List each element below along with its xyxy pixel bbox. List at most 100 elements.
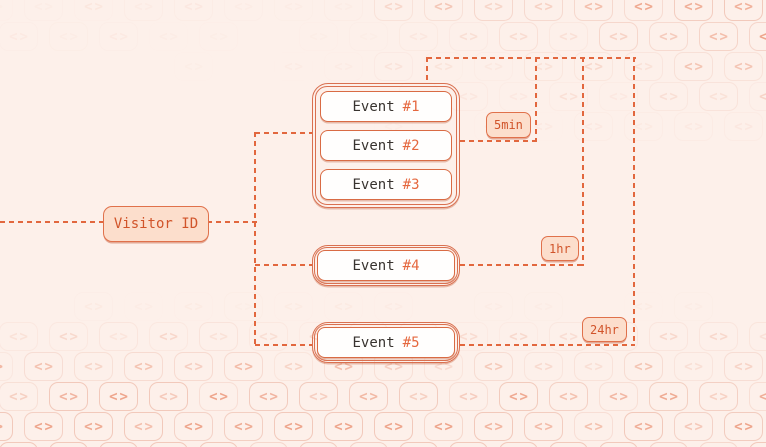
code-glyph-tile: <> xyxy=(149,382,188,411)
code-glyph-tile: <> xyxy=(599,442,638,447)
event-number: #1 xyxy=(402,98,420,115)
code-glyph-tile: <> xyxy=(699,322,738,351)
time-badge-label: 1hr xyxy=(549,241,571,256)
code-glyph-tile: <> xyxy=(449,382,488,411)
code-glyph-tile: <> xyxy=(599,22,638,51)
event-node-3: Event #3 xyxy=(320,169,452,200)
code-glyph-tile: <> xyxy=(174,352,213,381)
time-badge-label: 24hr xyxy=(590,322,619,337)
code-glyph-tile: <> xyxy=(84,0,105,15)
code-glyph-tile: <> xyxy=(49,322,88,351)
code-glyph-tile: <> xyxy=(74,292,113,321)
code-glyph-tile: <> xyxy=(249,382,288,411)
event-label: Event xyxy=(352,257,395,274)
code-glyph-tile: <> xyxy=(549,82,588,111)
code-glyph-tile: <> xyxy=(474,0,513,21)
code-glyph-tile: <> xyxy=(699,382,738,411)
code-glyph-tile: <> xyxy=(174,52,213,81)
code-glyph-tile: <> xyxy=(574,112,613,141)
code-glyph-tile: <> xyxy=(499,322,538,351)
code-glyph-tile: <> xyxy=(124,352,163,381)
code-glyph-tile: <> xyxy=(274,352,313,381)
code-glyph-tile: <> xyxy=(549,22,588,51)
code-glyph-tile: <> xyxy=(399,22,438,51)
code-glyph-tile: <> xyxy=(0,442,38,447)
code-glyph-tile: <> xyxy=(749,322,766,351)
code-glyph-tile: <> xyxy=(574,352,613,381)
code-glyph-tile: <> xyxy=(24,0,63,21)
code-glyph-tile: <> xyxy=(599,382,638,411)
code-glyph-tile: <> xyxy=(0,322,38,351)
code-glyph-tile: <> xyxy=(224,292,263,321)
code-glyph-tile: <> xyxy=(674,112,713,141)
connector-branch-group-1 xyxy=(255,132,313,134)
code-glyph-tile: <> xyxy=(574,52,613,81)
code-glyph-tile: <> xyxy=(449,442,488,447)
code-glyph-tile: <> xyxy=(424,412,463,441)
event-label: Event xyxy=(352,334,395,351)
code-glyph-tile: <> xyxy=(424,52,463,81)
session-group-1: Event #1 Event #2 Event #3 xyxy=(312,83,460,208)
time-badge-24hr: 24hr xyxy=(582,317,627,342)
code-glyph-tile: <> xyxy=(49,442,88,447)
time-badge-1hr: 1hr xyxy=(541,236,579,261)
code-glyph-tile: <> xyxy=(724,352,763,381)
code-glyph-tile: <> xyxy=(0,382,38,411)
code-glyph-tile: <> xyxy=(499,82,538,111)
code-glyph-tile: <> xyxy=(374,412,413,441)
event-number: #5 xyxy=(402,334,420,351)
code-glyph-tile: <> xyxy=(0,352,13,381)
code-glyph-tile: <> xyxy=(249,442,288,447)
code-glyph-tile: <> xyxy=(474,52,513,81)
code-glyph-tile: <> xyxy=(624,112,663,141)
connector-spine xyxy=(254,132,256,346)
code-glyph-tile: <> xyxy=(0,0,13,21)
connector-bracket-24hr xyxy=(460,344,635,346)
code-glyph-tile: <> xyxy=(199,22,238,51)
code-glyph-tile: <> xyxy=(674,0,713,21)
event-node-1: Event #1 xyxy=(320,91,452,122)
session-group-1-inner: Event #1 Event #2 Event #3 xyxy=(315,86,457,205)
code-glyph-tile: <> xyxy=(649,382,688,411)
connector-bracket-5min xyxy=(460,140,537,142)
code-glyph-tile: <> xyxy=(524,352,563,381)
code-glyph-tile: <> xyxy=(99,322,138,351)
code-glyph-tile: <> xyxy=(674,292,713,321)
event-node-4: Event #4 xyxy=(317,250,455,281)
code-glyph-tile: <> xyxy=(74,412,113,441)
code-glyph-tile: <> xyxy=(474,292,513,321)
code-glyph-tile: <> xyxy=(499,382,538,411)
code-glyph-tile: <> xyxy=(224,412,263,441)
code-glyph-tile: <> xyxy=(499,22,538,51)
session-group-2: Event #4 xyxy=(312,245,460,286)
code-glyph-tile: <> xyxy=(499,442,538,447)
code-glyph-tile: <> xyxy=(674,52,713,81)
code-glyph-tile: <> xyxy=(249,322,288,351)
code-glyph-tile: <> xyxy=(99,382,138,411)
connector-drop-1hr xyxy=(582,57,584,266)
code-glyph-tile: <> xyxy=(274,52,313,81)
code-glyph-tile: <> xyxy=(124,292,163,321)
event-number: #3 xyxy=(402,176,420,193)
code-glyph-tile: <> xyxy=(724,52,763,81)
code-glyph-tile: <> xyxy=(324,412,363,441)
code-glyph-tile: <> xyxy=(449,22,488,51)
code-glyph-tile: <> xyxy=(524,292,563,321)
code-glyph-tile: <> xyxy=(24,412,63,441)
code-glyph-tile: <> xyxy=(374,292,413,321)
code-glyph-tile: <> xyxy=(49,22,88,51)
code-glyph-tile: <> xyxy=(649,442,688,447)
visitor-id-label: Visitor ID xyxy=(113,216,199,232)
code-glyph-tile: <> xyxy=(224,0,263,21)
code-glyph-tile: <> xyxy=(699,442,738,447)
time-badge-label: 5min xyxy=(494,118,523,132)
code-glyph-tile: <> xyxy=(0,412,13,441)
code-glyph-tile: <> xyxy=(274,292,313,321)
code-glyph-tile: <> xyxy=(49,382,88,411)
session-group-3: Event #5 xyxy=(312,322,460,363)
code-glyph-tile: <> xyxy=(199,382,238,411)
code-glyph-tile: <> xyxy=(24,352,63,381)
event-label: Event xyxy=(352,137,395,154)
code-glyph-tile: <> xyxy=(124,0,163,21)
